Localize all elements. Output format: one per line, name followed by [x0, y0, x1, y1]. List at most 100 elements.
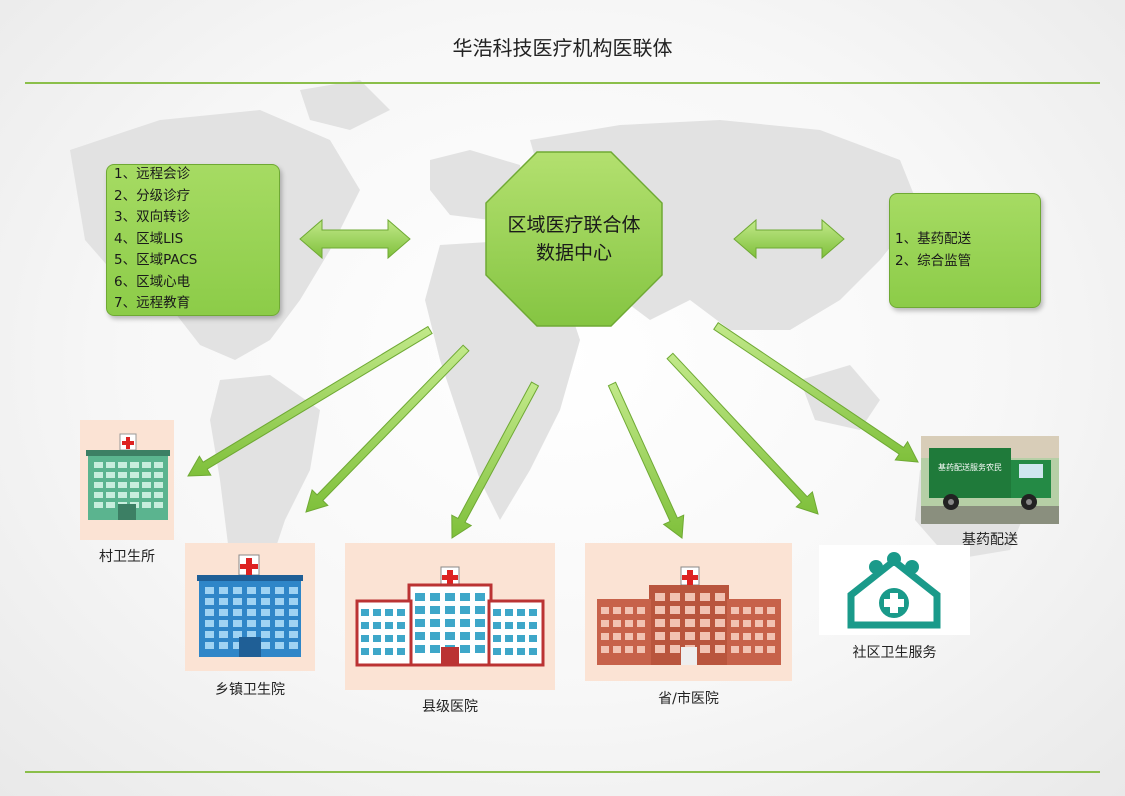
building-window — [637, 633, 645, 640]
county-hospital-icon — [355, 566, 545, 667]
connector-arrow — [451, 381, 540, 539]
building-window — [685, 619, 695, 627]
building-window — [247, 609, 256, 616]
building-window — [601, 646, 609, 653]
building-window — [715, 645, 725, 653]
building-window — [205, 587, 214, 594]
building-window — [655, 632, 665, 640]
building-window — [529, 635, 537, 642]
building-window — [130, 462, 139, 468]
building-window — [275, 609, 284, 616]
building-window — [670, 645, 680, 653]
building-window — [445, 619, 455, 627]
building-window — [118, 462, 127, 468]
building-window — [397, 609, 405, 616]
node-label-delivery: 基药配送 — [962, 532, 1018, 548]
building-window — [700, 593, 710, 601]
building-window — [373, 609, 381, 616]
building-window — [613, 633, 621, 640]
building-window — [670, 632, 680, 640]
node-label-community: 社区卫生服务 — [852, 645, 937, 661]
building-window — [637, 646, 645, 653]
building-window — [275, 620, 284, 627]
building-window — [415, 606, 425, 614]
building-window — [601, 607, 609, 614]
building-window — [670, 619, 680, 627]
building-window — [373, 635, 381, 642]
building-window — [233, 598, 242, 605]
building-window — [430, 593, 440, 601]
double-arrow-left — [299, 218, 411, 260]
building-window — [529, 648, 537, 655]
data-center-octagon — [485, 151, 663, 327]
building-window — [460, 632, 470, 640]
city-hospital-icon — [597, 566, 781, 665]
connector-arrow — [713, 322, 919, 463]
building-window — [460, 606, 470, 614]
building-window — [685, 606, 695, 614]
village-clinic-icon — [86, 433, 170, 520]
building-window — [219, 642, 228, 649]
delivery-truck-photo: 基药配送服务农民 — [921, 436, 1059, 524]
building-window — [601, 633, 609, 640]
building-window — [205, 598, 214, 605]
building-window — [493, 648, 501, 655]
left-service-item: 7、远程教育 — [114, 295, 191, 311]
building-window — [613, 646, 621, 653]
building-window — [637, 607, 645, 614]
building-window — [475, 593, 485, 601]
building-window — [625, 646, 633, 653]
building-window — [247, 620, 256, 627]
building-window — [397, 648, 405, 655]
building-window — [289, 587, 298, 594]
building-window — [475, 645, 485, 653]
building-window — [219, 598, 228, 605]
building-window — [130, 482, 139, 488]
connector-arrow — [305, 344, 470, 513]
building-window — [219, 587, 228, 594]
building-window — [154, 482, 163, 488]
building-window — [289, 631, 298, 638]
building-window — [715, 632, 725, 640]
building-window — [505, 648, 513, 655]
building-window — [154, 472, 163, 478]
building-window — [505, 622, 513, 629]
building-window — [205, 620, 214, 627]
building-window — [445, 606, 455, 614]
building-window — [430, 645, 440, 653]
building-window — [625, 620, 633, 627]
building-window — [700, 645, 710, 653]
building-window — [106, 462, 115, 468]
building-window — [415, 632, 425, 640]
building-window — [767, 607, 775, 614]
node-label-county: 县级医院 — [422, 699, 478, 715]
node-label-village: 村卫生所 — [99, 549, 155, 565]
building-window — [517, 648, 525, 655]
building-window — [205, 631, 214, 638]
building-window — [755, 620, 763, 627]
building-window — [731, 607, 739, 614]
building-window — [755, 607, 763, 614]
building-window — [289, 620, 298, 627]
data-center-line2: 数据中心 — [535, 242, 612, 264]
building-window — [261, 598, 270, 605]
building-window — [613, 620, 621, 627]
building-window — [361, 635, 369, 642]
building-window — [430, 606, 440, 614]
building-window — [700, 619, 710, 627]
building-window — [219, 609, 228, 616]
building-window — [743, 620, 751, 627]
building-window — [94, 462, 103, 468]
building-window — [517, 635, 525, 642]
right-service-item: 2、综合监管 — [895, 252, 972, 269]
building-window — [154, 462, 163, 468]
building-window — [670, 606, 680, 614]
left-service-item: 2、分级诊疗 — [114, 187, 191, 204]
building-window — [767, 633, 775, 640]
building-window — [700, 606, 710, 614]
building-window — [142, 482, 151, 488]
building-window — [118, 492, 127, 498]
building-window — [361, 622, 369, 629]
